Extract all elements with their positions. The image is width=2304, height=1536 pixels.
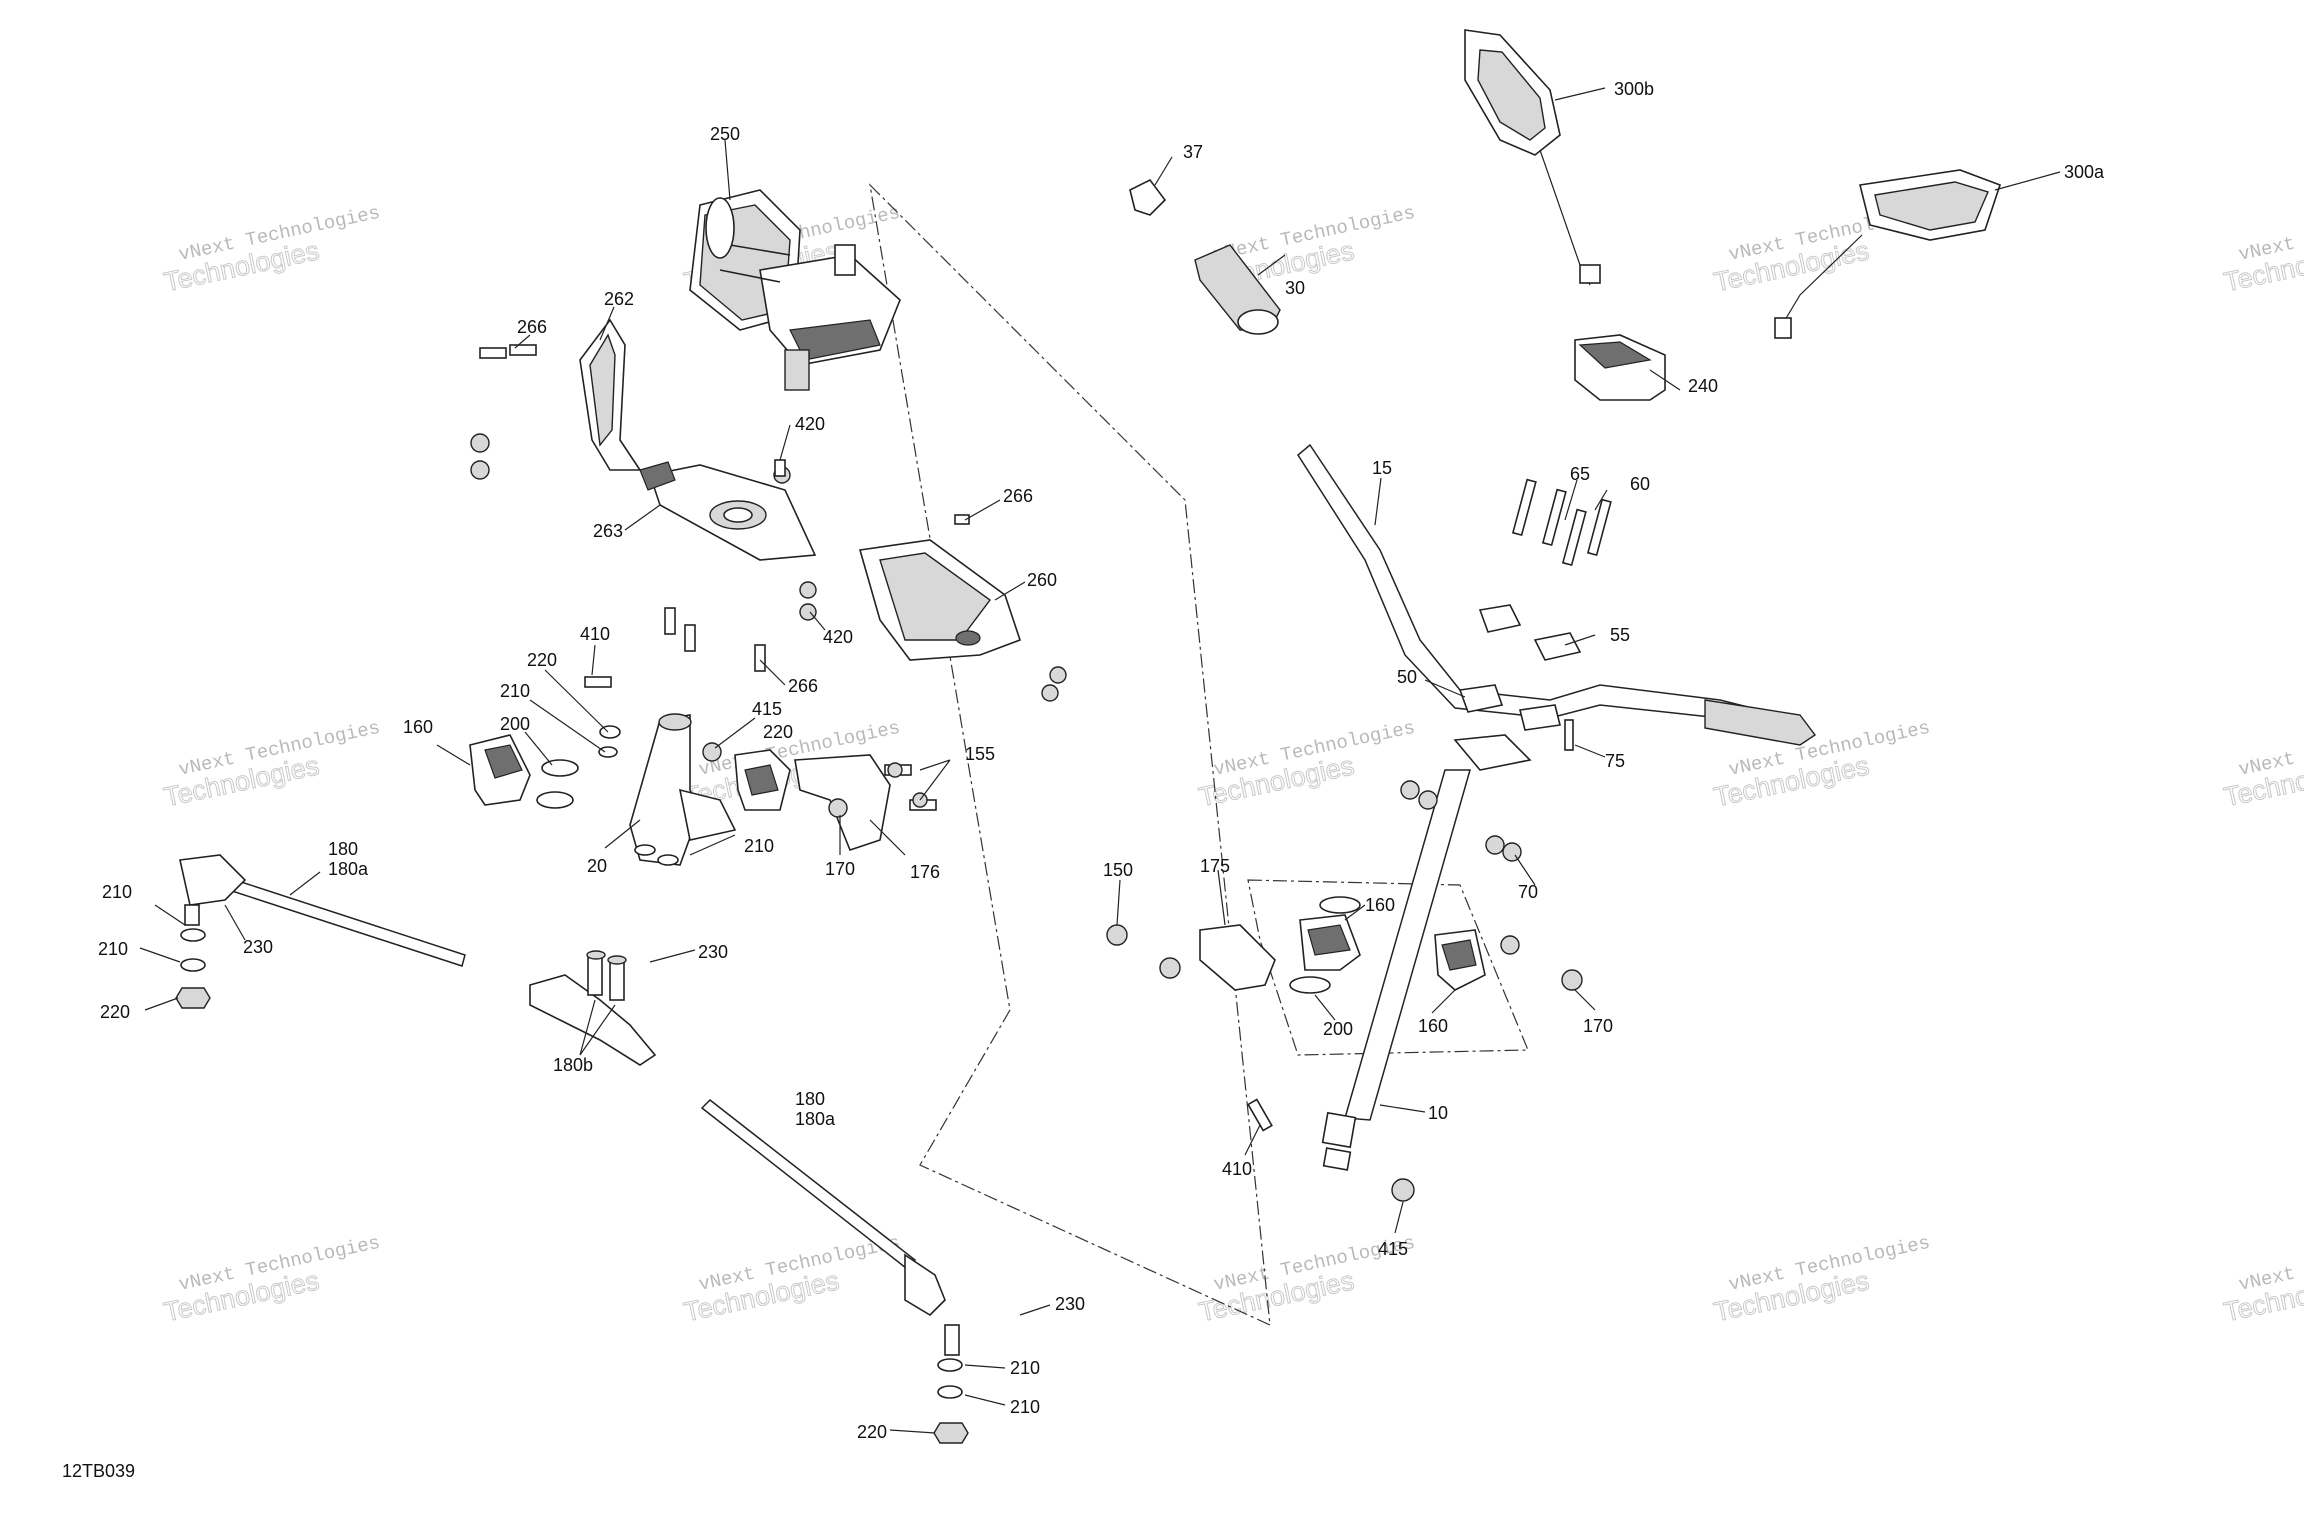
callout-label: 180a — [795, 1109, 836, 1129]
grip-37-30 — [1129, 178, 1281, 335]
callout-label: 200 — [1323, 1019, 1353, 1039]
center-link-180b — [529, 950, 657, 1066]
callout-label: 210 — [102, 882, 132, 902]
callout-label: 170 — [1583, 1016, 1613, 1036]
callout-label: 420 — [795, 414, 825, 434]
callout-labels: 250 262 266 420 263 266 260 420 266 410 … — [98, 79, 2105, 1442]
clamp-bolts-65-60 — [1511, 478, 1612, 567]
callout-label: 262 — [604, 289, 634, 309]
callout-label: 155 — [965, 744, 995, 764]
callout-label: 300b — [1614, 79, 1654, 99]
callout-label: 210 — [1010, 1397, 1040, 1417]
callout-label: 150 — [1103, 860, 1133, 880]
column-support-parts — [1199, 896, 1486, 994]
callout-label: 60 — [1630, 474, 1650, 494]
callout-label: 410 — [1222, 1159, 1252, 1179]
callout-label: 70 — [1518, 882, 1538, 902]
callout-label: 220 — [857, 1422, 887, 1442]
callout-label: 266 — [1003, 486, 1033, 506]
callout-label: 210 — [500, 681, 530, 701]
steering-column-10 — [1321, 734, 1532, 1171]
power-steering-unit — [689, 189, 901, 391]
callout-label: 15 — [1372, 458, 1392, 478]
diagram-code: 12TB039 — [62, 1461, 135, 1481]
callout-label: 250 — [710, 124, 740, 144]
callout-label: 50 — [1397, 667, 1417, 687]
mirror-300a — [1774, 169, 2002, 339]
callout-label: 160 — [1365, 895, 1395, 915]
callout-label: 180b — [553, 1055, 593, 1075]
switch-240 — [1574, 334, 1666, 401]
steering-arm-20 — [629, 713, 737, 866]
callout-label: 220 — [527, 650, 557, 670]
clamp-170-176 — [734, 749, 928, 851]
callout-label: 180 — [328, 839, 358, 859]
callout-label: 65 — [1570, 464, 1590, 484]
callout-label: 160 — [403, 717, 433, 737]
mirror-300b — [1464, 29, 1601, 286]
callout-label: 20 — [587, 856, 607, 876]
tie-rod-right — [700, 1099, 969, 1444]
callout-label: 37 — [1183, 142, 1203, 162]
plate-263 — [639, 461, 817, 561]
callout-label: 240 — [1688, 376, 1718, 396]
callout-label: 210 — [98, 939, 128, 959]
handlebar-15 — [1297, 443, 1817, 746]
clamps-55-50 — [1458, 604, 1582, 751]
callout-label: 200 — [500, 714, 530, 734]
callout-label: 260 — [1027, 570, 1057, 590]
tie-rod-left — [175, 854, 466, 1009]
callout-label: 420 — [823, 627, 853, 647]
callout-label: 220 — [100, 1002, 130, 1022]
callout-label: 210 — [744, 836, 774, 856]
rings-200-left — [536, 759, 579, 809]
bearing-160-left — [469, 734, 531, 806]
callout-label: 415 — [1378, 1239, 1408, 1259]
callout-label: 266 — [788, 676, 818, 696]
callout-label: 30 — [1285, 278, 1305, 298]
callout-label: 300a — [2064, 162, 2105, 182]
bracket-260 — [858, 539, 1022, 661]
callout-label: 176 — [910, 862, 940, 882]
bracket-262 — [579, 318, 642, 471]
callout-label: 415 — [752, 699, 782, 719]
callout-label: 230 — [243, 937, 273, 957]
callout-label: 180 — [795, 1089, 825, 1109]
nuts-right — [1106, 780, 1583, 1202]
callout-label: 410 — [580, 624, 610, 644]
callout-label: 75 — [1605, 751, 1625, 771]
steering-assembly-outline — [869, 183, 1271, 1326]
callout-label: 170 — [825, 859, 855, 879]
callout-label: 230 — [698, 942, 728, 962]
callout-label: 10 — [1428, 1103, 1448, 1123]
callout-label: 55 — [1610, 625, 1630, 645]
callout-label: 220 — [763, 722, 793, 742]
callout-label: 263 — [593, 521, 623, 541]
callout-label: 160 — [1418, 1016, 1448, 1036]
callout-label: 210 — [1010, 1358, 1040, 1378]
callout-label: 180a — [328, 859, 369, 879]
callout-label: 230 — [1055, 1294, 1085, 1314]
leader-lines — [139, 87, 2061, 1434]
callout-label: 175 — [1200, 856, 1230, 876]
callout-label: 266 — [517, 317, 547, 337]
